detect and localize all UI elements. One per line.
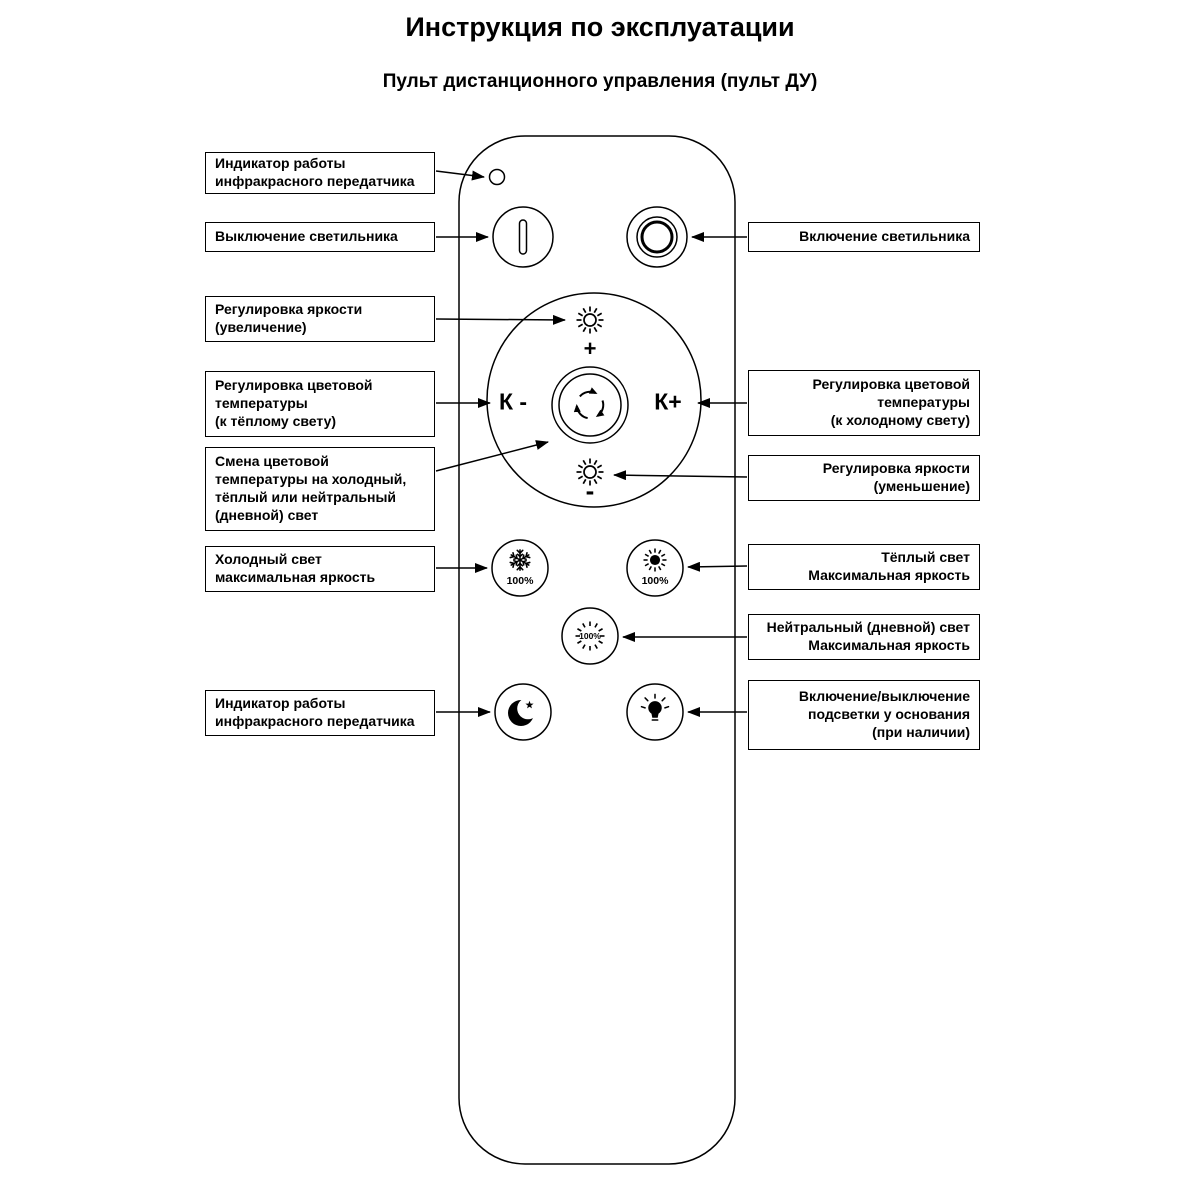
callout-text: Выключение светильника: [215, 228, 398, 245]
arrow-brightness-up: [435, 314, 566, 325]
callout-text: Смена цветовой температуры на холодный, …: [215, 453, 407, 523]
callout-text: Холодный свет максимальная яркость: [215, 551, 376, 585]
callout-text: Регулировка яркости (увеличение): [215, 301, 363, 335]
callout-neutral-max: Нейтральный (дневной) свет Максимальная …: [748, 614, 980, 660]
base-light-button: [626, 683, 684, 741]
callout-brightness-up: Регулировка яркости (увеличение): [205, 296, 435, 342]
callout-text: Индикатор работы инфракрасного передатчи…: [215, 155, 415, 189]
cold-percent-label: 100%: [506, 575, 534, 587]
arrow-color-change: [435, 440, 549, 472]
ir-led-icon: [488, 168, 506, 186]
callout-color-change: Смена цветовой температуры на холодный, …: [205, 447, 435, 531]
callout-text: Индикатор работы инфракрасного передатчи…: [215, 695, 415, 729]
callout-text: Включение/выключение подсветки у основан…: [798, 688, 970, 740]
moon-icon: [508, 697, 539, 726]
callout-brightness-down: Регулировка яркости (уменьшение): [748, 455, 980, 501]
arrow-ir-led: [435, 170, 485, 181]
neutral-max-button: [561, 607, 619, 665]
callout-arrows: [435, 170, 748, 717]
callout-text: Тёплый свет Максимальная яркость: [808, 549, 970, 583]
callout-text: Нейтральный (дневной) свет Максимальная …: [766, 619, 970, 653]
callout-cold-max: Холодный свет максимальная яркость: [205, 546, 435, 592]
night-mode-button: [494, 683, 552, 741]
arrow-brightness-down: [613, 470, 748, 481]
callout-power-off: Выключение светильника: [205, 222, 435, 252]
callout-text: Регулировка яркости (уменьшение): [822, 460, 970, 494]
minus-label: -: [585, 475, 595, 506]
callout-cold-temperature: Регулировка цветовой температуры (к холо…: [748, 370, 980, 436]
arrow-warm-max: [687, 561, 748, 572]
callout-warm-temperature: Регулировка цветовой температуры (к тёпл…: [205, 371, 435, 437]
power-on-button: [626, 206, 688, 268]
power-off-button: [492, 206, 554, 268]
cold-max-button: [491, 539, 549, 597]
warm-percent-label: 100%: [641, 575, 669, 587]
k-minus-label: К -: [498, 388, 528, 415]
callout-ir-indicator-bottom: Индикатор работы инфракрасного передатчи…: [205, 690, 435, 736]
callout-base-light: Включение/выключение подсветки у основан…: [748, 680, 980, 750]
callout-ir-indicator-top: Индикатор работы инфракрасного передатчи…: [205, 152, 435, 194]
warm-max-button: [626, 539, 684, 597]
neutral-percent-label: 100%: [579, 631, 601, 641]
callout-text: Регулировка цветовой температуры (к тёпл…: [215, 377, 373, 429]
page-title: Инструкция по эксплуатации: [405, 12, 795, 42]
plus-label: +: [583, 336, 597, 361]
color-change-button: [551, 366, 629, 444]
callout-warm-max: Тёплый свет Максимальная яркость: [748, 544, 980, 590]
page-subtitle: Пульт дистанционного управления (пульт Д…: [382, 71, 818, 92]
power-off-bar-icon: [518, 219, 528, 255]
callout-power-on: Включение светильника: [748, 222, 980, 252]
k-plus-label: К+: [654, 388, 682, 415]
callout-text: Включение светильника: [799, 228, 970, 245]
callout-text: Регулировка цветовой температуры (к холо…: [812, 376, 970, 428]
bulb-icon: [640, 693, 670, 721]
